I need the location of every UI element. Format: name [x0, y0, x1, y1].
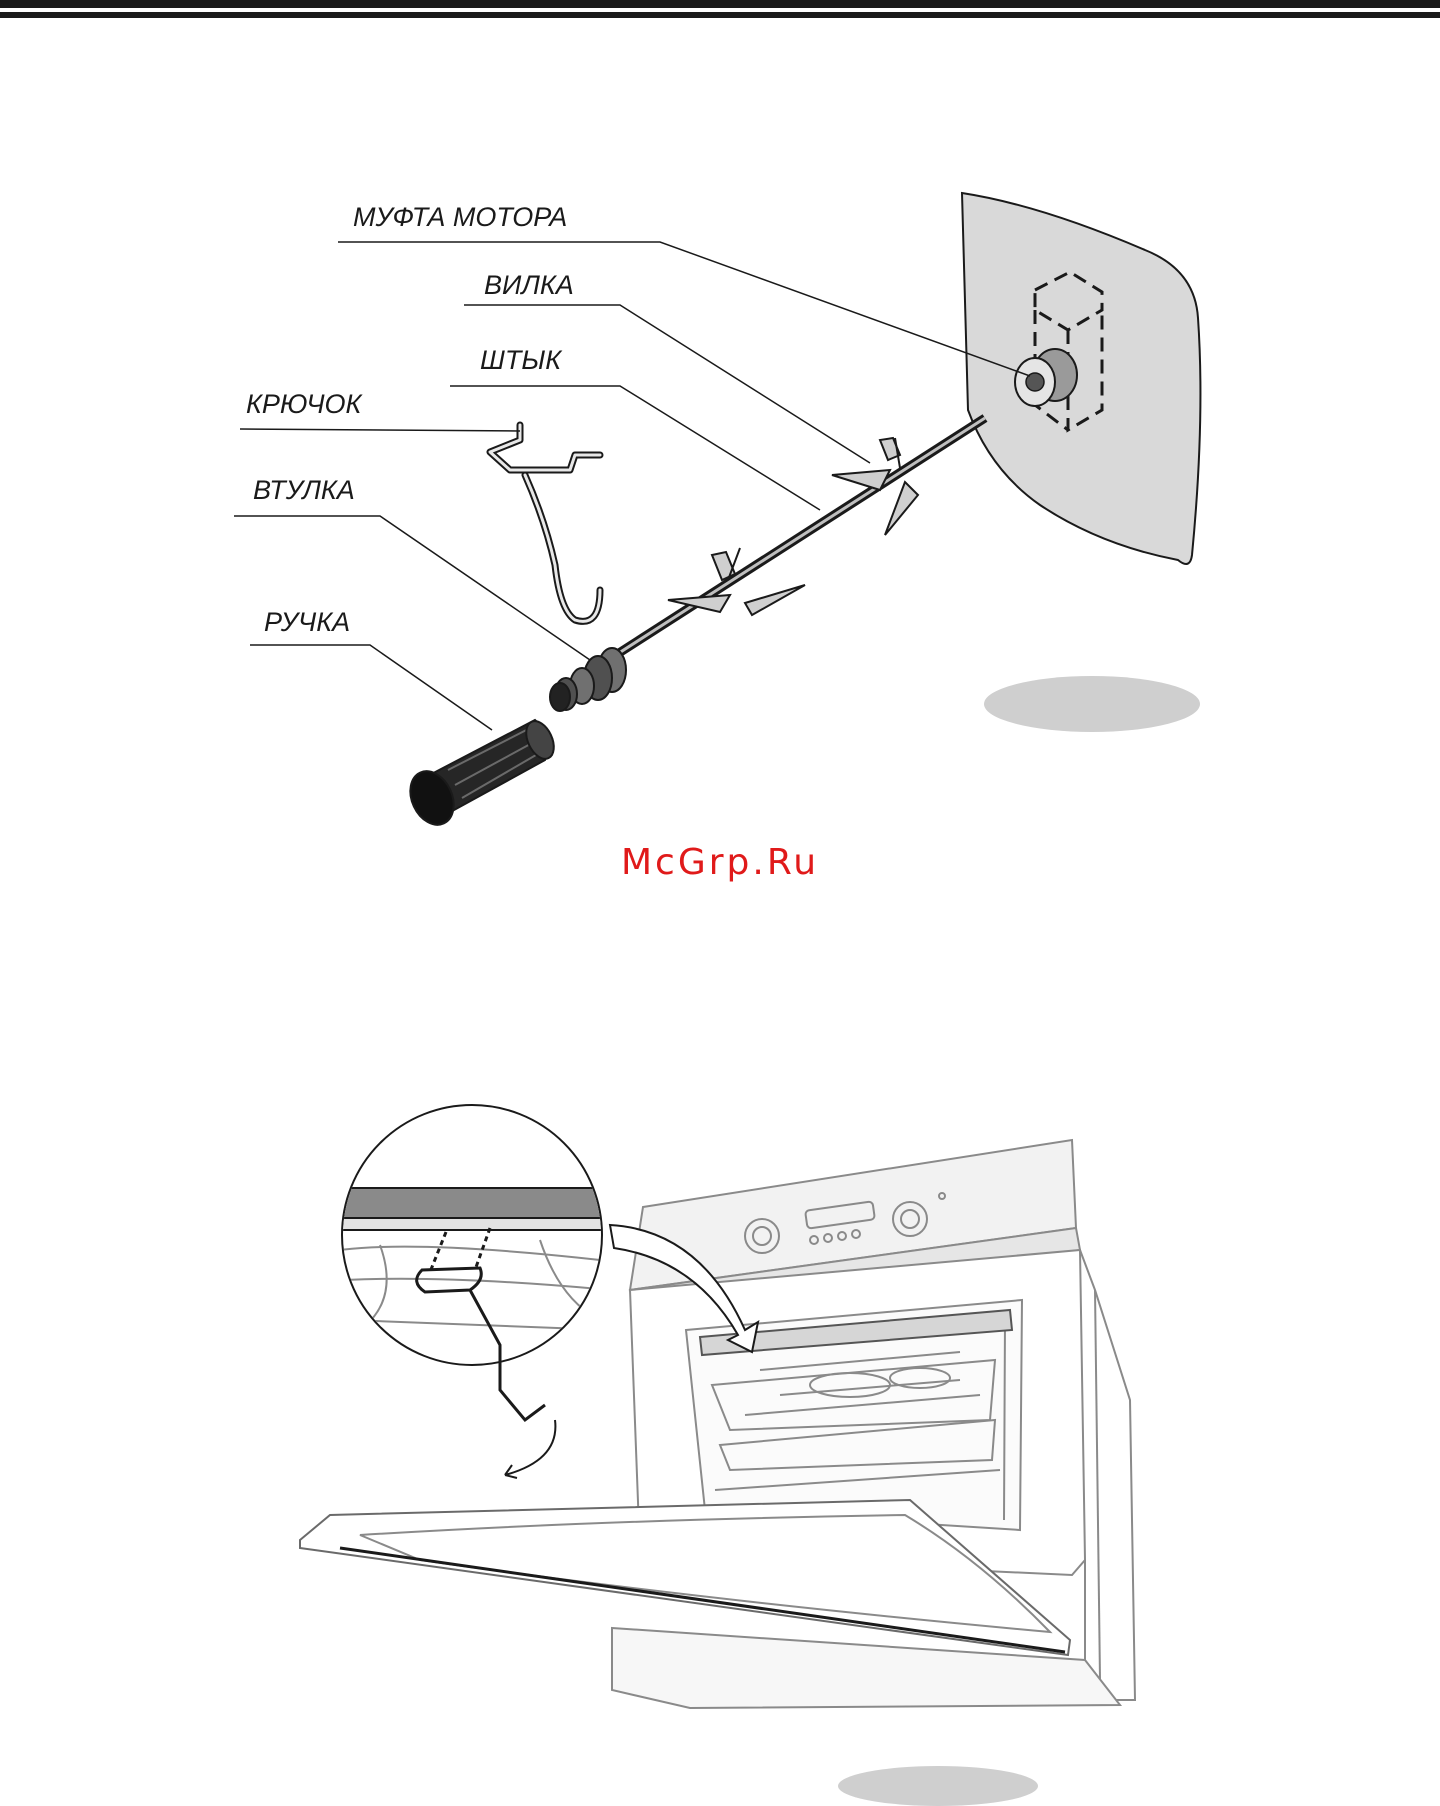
label-fork: ВИЛКА: [484, 270, 574, 301]
label-motor-coupling: МУФТА МОТОРА: [353, 202, 567, 233]
label-bushing: ВТУЛКА: [253, 475, 355, 506]
figure-number-badge-2: [838, 1766, 1038, 1806]
oven-back-wall: [962, 193, 1200, 564]
rotate-arrow: [505, 1420, 555, 1475]
bushing: [550, 648, 626, 711]
spit-diagram: МУФТА МОТОРА ВИЛКА ШТЫК КРЮЧОК ВТУЛКА РУ…: [0, 0, 1440, 860]
label-handle: РУЧКА: [264, 607, 350, 638]
magnifier-inset: [330, 1105, 630, 1420]
fork-front: [832, 438, 918, 535]
figure-number-badge: [984, 676, 1200, 732]
handle-illustration: [402, 717, 559, 832]
label-spit: ШТЫК: [480, 345, 561, 376]
oven-diagram: [0, 1100, 1440, 1784]
watermark: McGrp.Ru: [0, 842, 1440, 883]
label-hook: КРЮЧОК: [246, 389, 361, 420]
